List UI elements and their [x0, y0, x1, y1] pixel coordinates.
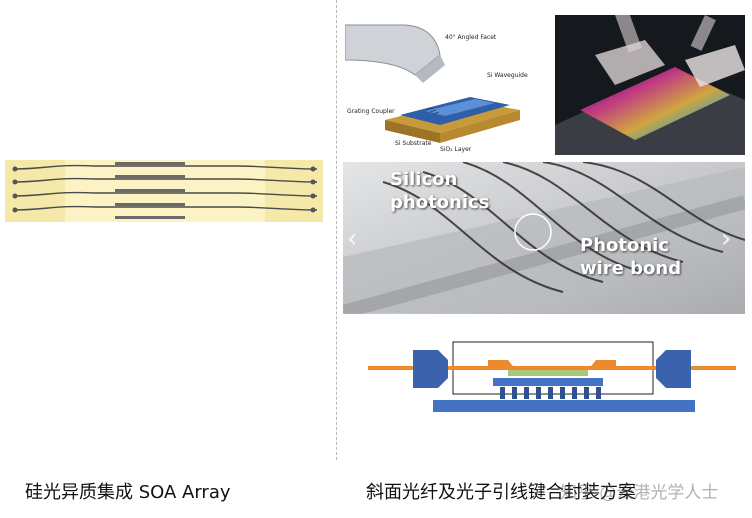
label-photonics: photonics [390, 192, 490, 213]
soa-array-image [5, 160, 323, 222]
label-silicon: Silicon [390, 169, 458, 190]
grating-coupler-drawing: 40° Angled Facet Si Waveguide Grating Co… [345, 24, 528, 153]
silicon-photonics-label: Silicon photonics [390, 168, 489, 214]
label-si-substrate: Si Substrate [395, 140, 432, 147]
label-si-waveguide: Si Waveguide [487, 72, 528, 79]
grating-coupler-diagram: 40° Angled Facet Si Waveguide Grating Co… [345, 15, 530, 155]
caption-packaging-scheme: 斜面光纤及光子引线键合封装方案 [366, 482, 636, 503]
caption-soa-array: 硅光异质集成 SOA Array [25, 482, 231, 503]
label-wire-bond: wire bond [580, 258, 682, 279]
label-grating-coupler: Grating Coupler [347, 108, 395, 115]
zhihu-watermark: 知乎 @云港光学人士 [560, 483, 719, 503]
package-schematic [368, 338, 736, 418]
photonic-wire-bond-label: Photonic wire bond [580, 234, 681, 280]
fiber-array-drawing [555, 15, 745, 155]
column-divider [336, 0, 337, 460]
chevron-right-icon[interactable]: › [721, 224, 732, 254]
chevron-left-icon[interactable]: ‹ [347, 224, 358, 254]
package-schematic-drawing [368, 341, 736, 412]
photonic-wire-bond-image: Silicon photonics Photonic wire bond ‹ › [343, 162, 745, 314]
pwb-sem-drawing [343, 162, 745, 314]
fiber-array-photo [555, 15, 745, 155]
soa-array-drawing [5, 160, 323, 222]
label-angled-facet: 40° Angled Facet [445, 34, 497, 41]
label-sio2-layer: SiO₂ Layer [440, 146, 472, 153]
label-photonic: Photonic [580, 235, 669, 256]
